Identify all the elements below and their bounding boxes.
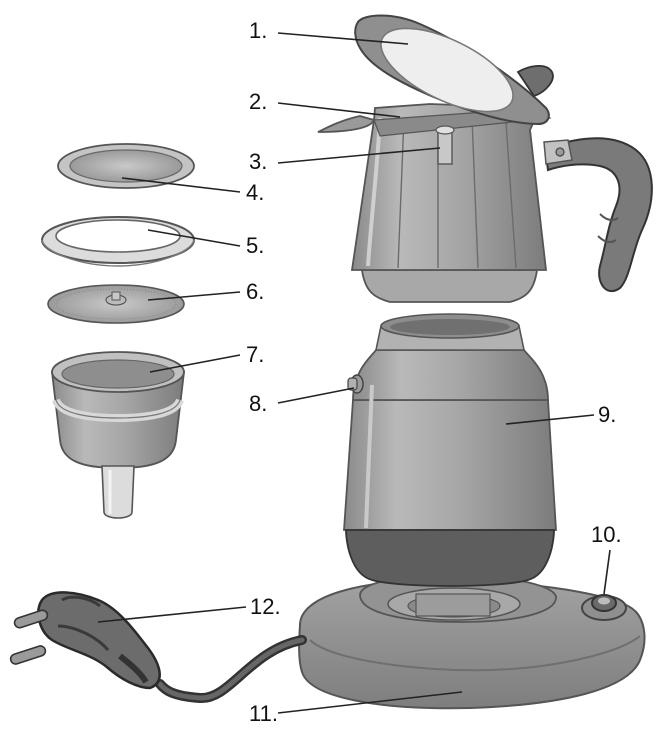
power-cord <box>155 635 307 703</box>
hinged-lid <box>354 14 554 126</box>
leader-line-8 <box>277 387 355 404</box>
callout-label-5: 5. <box>246 233 265 258</box>
leader-line-9 <box>505 414 595 425</box>
power-plug <box>9 591 161 690</box>
leader-lines <box>97 32 611 714</box>
pot-handle <box>543 137 653 293</box>
leader-line-6 <box>147 291 241 301</box>
funnel-filter <box>50 351 186 519</box>
callout-label-10: 10. <box>591 522 622 547</box>
filter-plate <box>57 143 195 189</box>
leader-line-3 <box>277 147 441 164</box>
leader-line-10 <box>603 549 611 595</box>
callout-label-4: 4. <box>246 180 265 205</box>
leader-line-7 <box>149 354 241 373</box>
callout-label-9: 9. <box>598 402 617 427</box>
safety-valve <box>347 374 364 394</box>
callout-label-7: 7. <box>246 342 265 367</box>
upper-collector <box>317 103 552 303</box>
callout-label-8: 8. <box>249 391 268 416</box>
leader-line-5 <box>147 229 241 247</box>
water-boiler <box>343 313 557 587</box>
leader-line-2 <box>277 102 401 118</box>
leader-line-1 <box>277 32 409 45</box>
power-switch <box>581 594 627 621</box>
callout-label-6: 6. <box>246 279 265 304</box>
callout-label-3: 3. <box>249 149 268 174</box>
callout-label-11: 11. <box>249 701 278 726</box>
callout-label-12: 12. <box>250 594 281 619</box>
central-column <box>435 125 455 165</box>
leader-line-12 <box>97 606 247 623</box>
leader-line-11 <box>277 691 463 714</box>
callout-label-1: 1. <box>249 18 268 43</box>
reducer-disc <box>47 284 185 324</box>
leader-line-4 <box>121 177 241 193</box>
power-base <box>298 574 646 710</box>
rubber-seal <box>41 216 195 267</box>
callout-label-2: 2. <box>249 89 268 114</box>
